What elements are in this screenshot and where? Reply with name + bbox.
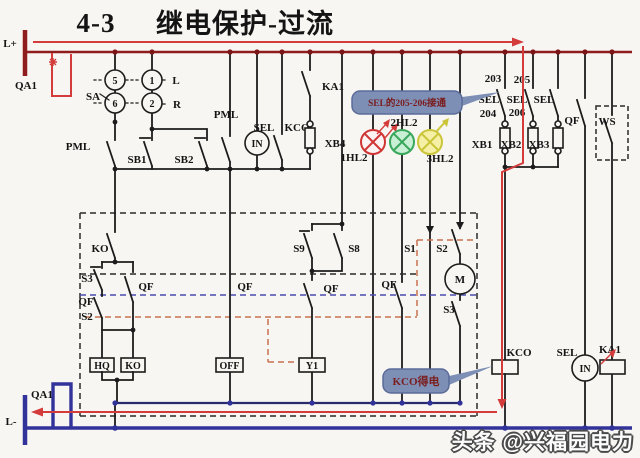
s8-label: S8: [348, 243, 360, 255]
title-text: 继电保护-过流: [156, 8, 334, 39]
sel2-label: SEL: [507, 94, 528, 106]
junction-dots: [112, 49, 615, 431]
path-arrow-right-icon: [512, 37, 524, 47]
ws-remote-box: [595, 105, 629, 161]
sa-pos-r: R: [173, 99, 182, 111]
sel-top-label: SEL: [254, 122, 275, 134]
sel-in-bottom-symbol: IN: [579, 364, 591, 375]
qf-top-label: QF: [564, 115, 580, 127]
s9-s8-y1-column: S9 S8 QF Y1: [293, 51, 360, 404]
sa-label: SA: [86, 91, 100, 103]
xb1-label: XB1: [472, 139, 493, 151]
qf-ws-columns: QF WS: [564, 51, 629, 429]
title-number: 4-3: [77, 8, 116, 38]
lamp-3hl2-cross: [420, 132, 440, 152]
motor-symbol: M: [455, 274, 466, 286]
sel-in-top-symbol: IN: [251, 139, 263, 150]
terminal-203: 203: [485, 73, 502, 85]
s3-label: S3: [81, 273, 93, 285]
qf-b-label: QF: [138, 281, 154, 293]
top-bus-l-plus: L+ QA1: [3, 30, 632, 92]
watermark: 头条 @兴福园电力: [451, 431, 634, 454]
ko-contact-label: KO: [91, 243, 109, 255]
ka1-arrow-icon: [609, 349, 616, 358]
ws-label: WS: [598, 116, 615, 128]
sa-terminal-5: 5: [113, 76, 118, 87]
path-arrow-down-icon: [497, 399, 507, 409]
l-plus-label: L+: [3, 38, 17, 50]
sel-contact-group: 203 205 SEL SEL SEL 204 206 XB1 XB2 XB3: [472, 51, 564, 361]
s2-label: S2: [81, 311, 93, 323]
pml-left-label: PML: [66, 141, 90, 153]
bottom-bus-l-minus: L- QA1: [6, 382, 632, 445]
sel3-label: SEL: [534, 94, 555, 106]
sa-terminal-1: 1: [150, 76, 155, 87]
sa-terminal-6: 6: [113, 99, 118, 110]
lamp-2hl2-label: 2HL2: [391, 117, 418, 129]
xb4-label: XB4: [325, 138, 346, 150]
s1-label: S1: [404, 243, 416, 255]
lamp-3hl2-arrow-icon: [442, 118, 449, 127]
qf-2hl2-column: QF S1: [381, 226, 434, 404]
sel-bottom-label: SEL: [557, 347, 578, 359]
kco-coil-label: KCO: [506, 347, 532, 359]
y1-coil: Y1: [306, 361, 318, 372]
qf-c-label: QF: [237, 281, 253, 293]
path-arrow-left-icon: [31, 407, 43, 417]
ko-coil: KO: [125, 361, 141, 372]
lamp-1hl2-cross: [363, 132, 383, 152]
hq-coil: HQ: [94, 361, 110, 372]
qf-d-label: QF: [323, 283, 339, 295]
kco-contact-label: KCO: [284, 122, 310, 134]
sb1-label: SB1: [128, 154, 147, 166]
pml-mid-label: PML: [214, 109, 238, 121]
ko-branch: KO S3 QF S2 QF HQ KO: [78, 168, 154, 404]
sa-pos-l: L: [172, 75, 179, 87]
qf-e-label: QF: [381, 279, 397, 291]
qa1-bottom-label: QA1: [31, 389, 53, 401]
xb3-label: XB3: [529, 139, 550, 151]
lamp-1hl2-arrow-icon: [383, 119, 390, 128]
motor-column: M S2 S3: [436, 51, 476, 404]
s2m-label: S2: [436, 243, 448, 255]
highlight-current-path: [31, 37, 524, 417]
bottom-devices: KCO IN SEL KA1: [491, 344, 626, 429]
callout-kco-note: KCO得电: [382, 366, 493, 394]
lamp-2hl2-cross: [392, 132, 412, 152]
callout-sel-note: SEL的205-206接通: [351, 90, 500, 115]
s9-label: S9: [293, 243, 305, 255]
sa-terminal-2: 2: [150, 99, 155, 110]
flow-arrow-icon: [426, 226, 434, 234]
off-coil: OFF: [220, 361, 240, 372]
control-row-contacts: PML SB1 SB2 PML IN SEL KCO KA1 XB4: [66, 51, 346, 170]
callout-kco-text: KCO得电: [392, 374, 439, 388]
l-minus-label: L-: [6, 416, 17, 428]
terminal-206: 206: [509, 107, 526, 119]
lamp-1hl2-label: 1HL2: [341, 152, 368, 164]
flow-arrow2-icon: [456, 222, 464, 230]
lamp-1hl2-arrow2-icon: [391, 123, 398, 132]
qf-a-label: QF: [78, 296, 94, 308]
page-title: 4-3 继电保护-过流: [77, 8, 334, 39]
lamp-3hl2-label: 3HL2: [427, 153, 454, 165]
callout-sel-text: SEL的205-206接通: [368, 97, 447, 109]
terminal-204: 204: [480, 108, 497, 120]
sa-selector-switch: 5 1 6 2 SA L R: [86, 51, 182, 130]
ka1-contact-label: KA1: [322, 81, 344, 93]
control-dashed-box: [79, 212, 478, 417]
ka1-coil-label: KA1: [599, 344, 621, 356]
off-column: QF OFF: [215, 168, 253, 404]
xb2-label: XB2: [501, 139, 522, 151]
s3m-label: S3: [443, 304, 455, 316]
qa1-top-label: QA1: [15, 80, 37, 92]
sb2-label: SB2: [175, 154, 194, 166]
